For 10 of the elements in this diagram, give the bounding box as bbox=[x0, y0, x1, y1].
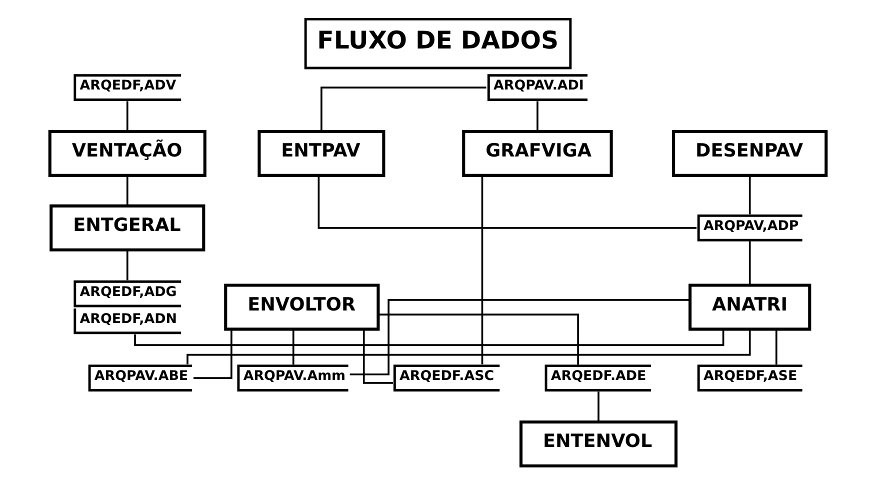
node-text: ARQPAV,ADP bbox=[703, 219, 799, 234]
node-text: ARQEDF.ADE bbox=[550, 369, 646, 384]
node-text: ARQPAV.ABE bbox=[94, 369, 188, 384]
node-text: ARQEDF,ADG ARQEDF,ADN bbox=[80, 285, 177, 327]
node-text: ARQPAV.Amm bbox=[243, 369, 346, 384]
node-text: ARQEDF.ASC bbox=[400, 369, 494, 384]
diagram-title: FLUXO DE DADOS bbox=[317, 25, 559, 54]
node-text: ARQEDF,ASE bbox=[703, 369, 798, 384]
node-text: ARQPAV.ADI bbox=[494, 78, 584, 94]
node-text: ARQEDF,ADV bbox=[80, 78, 176, 94]
